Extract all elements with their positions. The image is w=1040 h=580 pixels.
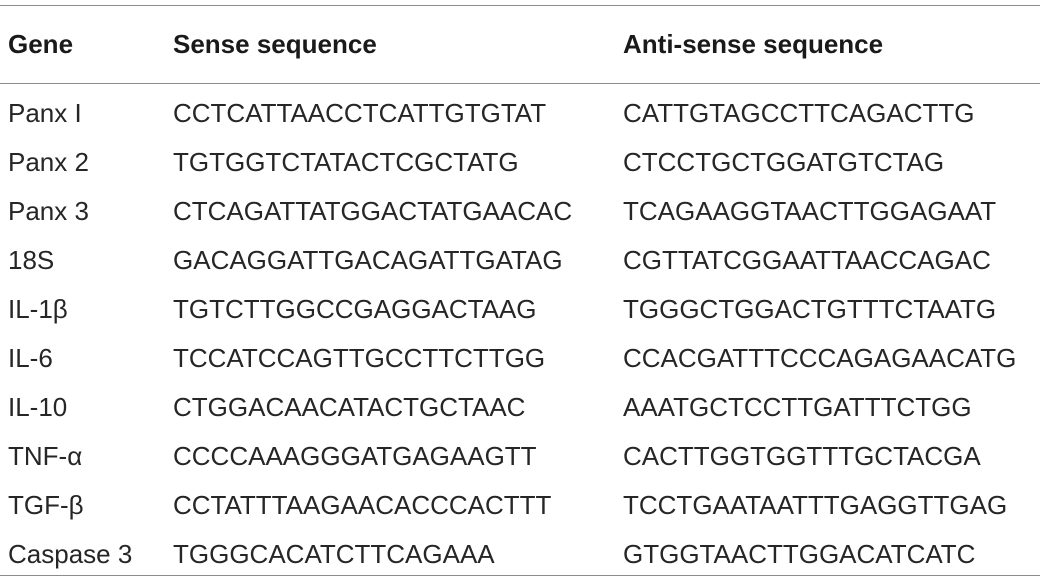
anti-sense-sequence-cell: GTGGTAACTTGGACATCATC	[623, 539, 976, 569]
sense-sequence-cell: CTGGACAACATACTGCTAAC	[173, 392, 526, 422]
gene-cell: TNF-α	[8, 441, 83, 471]
table-row: Panx 2 TGTGGTCTATACTCGCTATG CTCCTGCTGGAT…	[0, 138, 1040, 187]
gene-cell: IL-10	[8, 392, 68, 422]
table-row: TNF-α CCCCAAAGGGATGAGAAGTT CACTTGGTGGTTT…	[0, 432, 1040, 481]
anti-sense-sequence-cell: CATTGTAGCCTTCAGACTTG	[623, 98, 975, 128]
anti-sense-sequence-cell: CGTTATCGGAATTAACCAGAC	[623, 245, 991, 275]
table-row: IL-1β TGTCTTGGCCGAGGACTAAG TGGGCTGGACTGT…	[0, 285, 1040, 334]
sense-sequence-cell: CCCCAAAGGGATGAGAAGTT	[173, 441, 537, 471]
bottom-rule	[0, 575, 1040, 576]
sense-sequence-cell: TCCATCCAGTTGCCTTCTTGG	[173, 343, 546, 373]
anti-sense-sequence-cell: CCACGATTTCCCAGAGAACATG	[623, 343, 1017, 373]
gene-cell: 18S	[8, 245, 55, 275]
anti-sense-sequence-cell: CTCCTGCTGGATGTCTAG	[623, 147, 945, 177]
sense-sequence-cell: TGGGCACATCTTCAGAAA	[173, 539, 495, 569]
sense-sequence-cell: CTCAGATTATGGACTATGAACAC	[173, 196, 573, 226]
sense-sequence-cell: CCTCATTAACCTCATTGTGTAT	[173, 98, 547, 128]
anti-sense-sequence-cell: CACTTGGTGGTTTGCTACGA	[623, 441, 981, 471]
gene-cell: Caspase 3	[8, 539, 133, 569]
sense-sequence-cell: CCTATTTAAGAACACCCACTTT	[173, 490, 552, 520]
gene-cell: Panx 3	[8, 196, 89, 226]
table-row: Panx I CCTCATTAACCTCATTGTGTAT CATTGTAGCC…	[0, 83, 1040, 138]
gene-cell: Panx 2	[8, 147, 89, 177]
gene-cell: TGF-β	[8, 490, 84, 520]
table-row: IL-6 TCCATCCAGTTGCCTTCTTGG CCACGATTTCCCA…	[0, 334, 1040, 383]
sense-sequence-cell: TGTGGTCTATACTCGCTATG	[173, 147, 519, 177]
anti-sense-sequence-cell: TGGGCTGGACTGTTTCTAATG	[623, 294, 997, 324]
gene-cell: Panx I	[8, 98, 82, 128]
gene-cell: IL-1β	[8, 294, 68, 324]
header-sense-sequence: Sense sequence	[173, 29, 377, 59]
header-anti-sense-sequence: Anti-sense sequence	[623, 29, 884, 59]
anti-sense-sequence-cell: TCCTGAATAATTTGAGGTTGAG	[623, 490, 1008, 520]
header-gene: Gene	[8, 29, 74, 59]
sense-sequence-cell: TGTCTTGGCCGAGGACTAAG	[173, 294, 537, 324]
table-row: Panx 3 CTCAGATTATGGACTATGAACAC TCAGAAGGT…	[0, 187, 1040, 236]
table-row: 18S GACAGGATTGACAGATTGATAG CGTTATCGGAATT…	[0, 236, 1040, 285]
table-row: IL-10 CTGGACAACATACTGCTAAC AAATGCTCCTTGA…	[0, 383, 1040, 432]
anti-sense-sequence-cell: TCAGAAGGTAACTTGGAGAAT	[623, 196, 997, 226]
table-row: Caspase 3 TGGGCACATCTTCAGAAA GTGGTAACTTG…	[0, 530, 1040, 579]
anti-sense-sequence-cell: AAATGCTCCTTGATTTCTGG	[623, 392, 972, 422]
header-rule	[0, 83, 1040, 84]
primer-sequence-table: Gene Sense sequence Anti-sense sequence …	[0, 6, 1040, 579]
sense-sequence-cell: GACAGGATTGACAGATTGATAG	[173, 245, 563, 275]
table-row: TGF-β CCTATTTAAGAACACCCACTTT TCCTGAATAAT…	[0, 481, 1040, 530]
gene-cell: IL-6	[8, 343, 53, 373]
top-rule	[0, 5, 1040, 6]
header-row: Gene Sense sequence Anti-sense sequence	[0, 6, 1040, 83]
